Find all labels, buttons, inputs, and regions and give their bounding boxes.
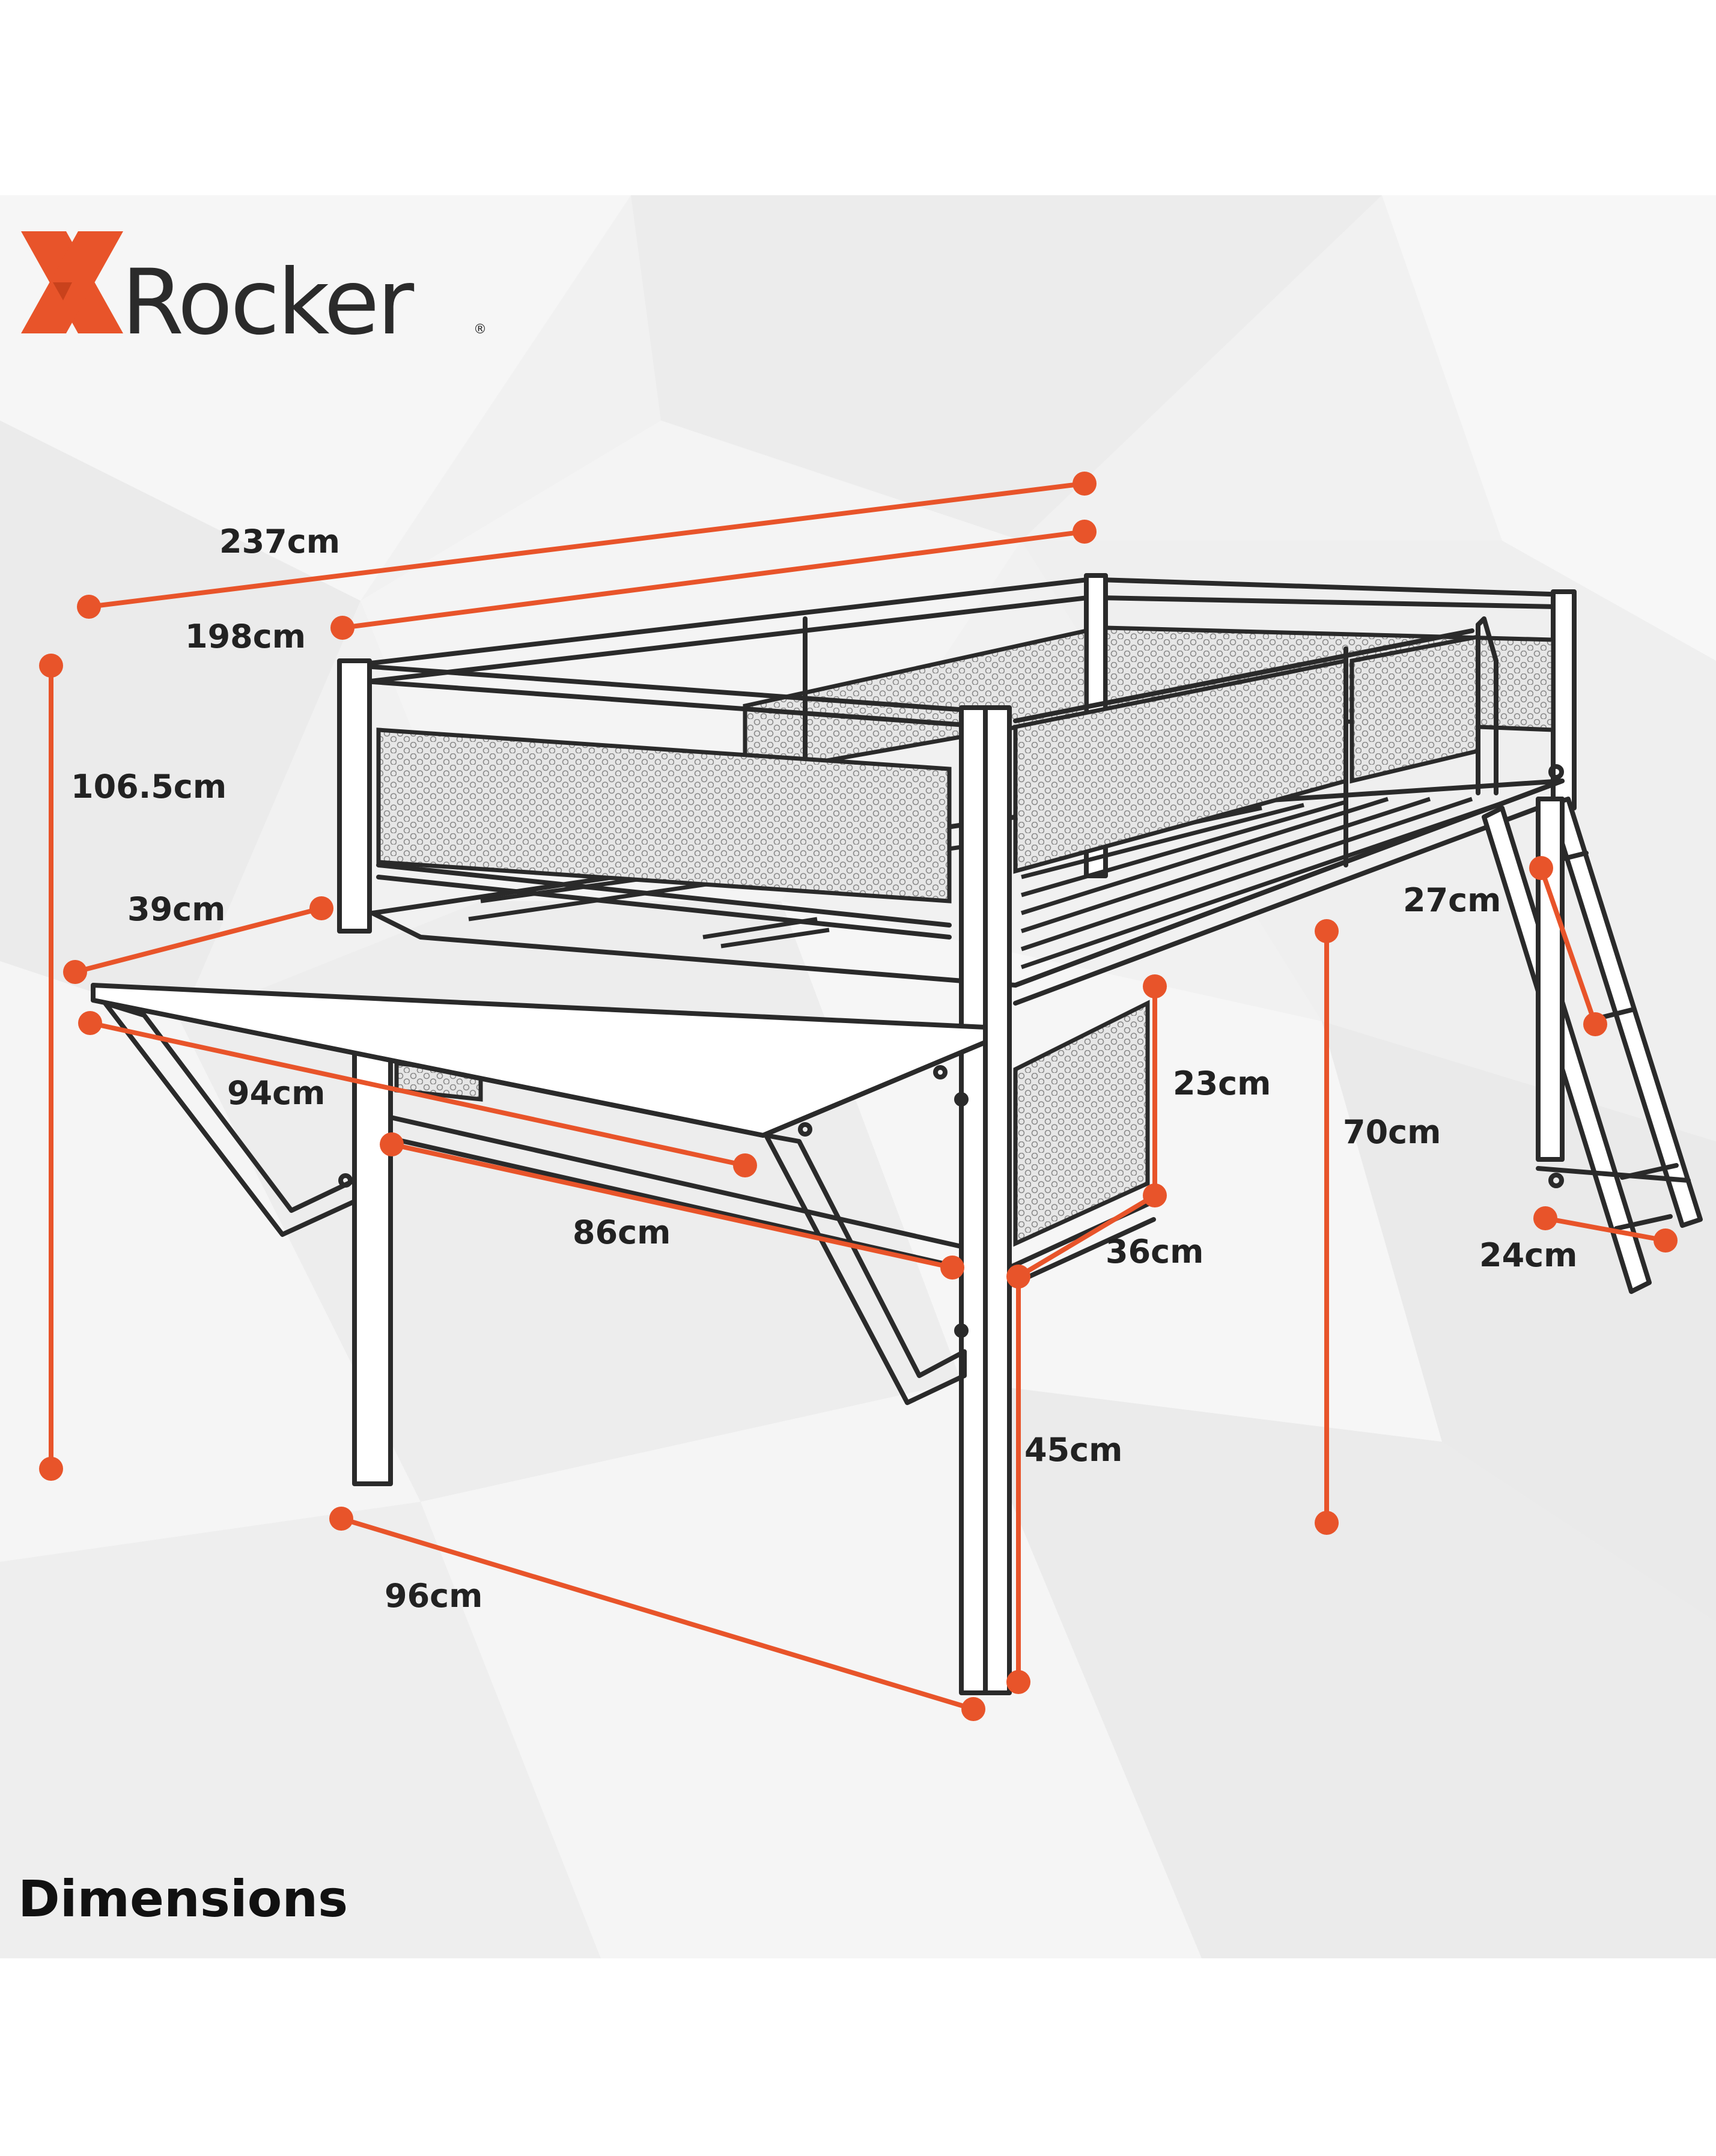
label-ladder-width: 24cm: [1479, 1236, 1577, 1274]
dim-line-ladder-width: [1545, 1216, 1666, 1243]
logo-registered-mark: ®: [473, 322, 487, 337]
circle-dot-icon: [78, 1011, 102, 1035]
desk-bracket-left: [103, 1001, 357, 1237]
dim-line-mattress-length: [342, 529, 1085, 630]
circle-dot-icon: [309, 896, 333, 920]
circle-dot-icon: [63, 960, 87, 984]
circle-dot-icon: [940, 1256, 964, 1280]
circle-dot-icon: [77, 595, 101, 619]
circle-dot-icon: [1529, 856, 1553, 880]
foot-mesh-panel: [376, 727, 952, 903]
circle-dot-icon: [39, 654, 63, 678]
circle-dot-icon: [1072, 520, 1097, 544]
circle-dot-icon: [330, 616, 354, 640]
dim-line-ladder-rung: [1539, 867, 1598, 1025]
dim-line-inner-desk-width: [391, 1142, 953, 1270]
ladder: [1482, 764, 1703, 1294]
label-mattress-length: 198cm: [185, 618, 306, 655]
dimension-labels: 237cm 198cm 106.5cm 39cm 94cm 86cm 23cm …: [71, 523, 1577, 1615]
label-under-bed-height: 23cm: [1173, 1064, 1271, 1102]
circle-dot-icon: [1654, 1228, 1678, 1253]
circle-dot-icon: [1006, 1670, 1030, 1694]
label-bed-width: 36cm: [1106, 1233, 1203, 1271]
circle-dot-icon: [380, 1132, 404, 1156]
loft-bed-drawing: [91, 573, 1703, 1695]
circle-dot-icon: [961, 1697, 985, 1721]
circle-dot-icon: [1315, 919, 1339, 943]
dim-line-base-width: [340, 1516, 975, 1711]
logo-wordmark: Rocker: [121, 251, 415, 355]
dim-line-desk-depth: [74, 906, 323, 974]
dim-line-overall-length: [88, 481, 1085, 609]
xrocker-logo: Rocker ®: [21, 231, 487, 355]
label-base-width: 96cm: [385, 1577, 482, 1615]
circle-dot-icon: [329, 1507, 353, 1531]
circle-dot-icon: [1143, 974, 1167, 998]
circle-dot-icon: [1583, 1012, 1607, 1036]
circle-dot-icon: [1533, 1206, 1557, 1230]
x-logo-icon: [21, 231, 123, 333]
dimension-lines: [39, 472, 1678, 1721]
label-frame-height: 70cm: [1343, 1113, 1441, 1151]
label-inner-desk-width: 86cm: [573, 1213, 671, 1251]
desk-bracket-right: [764, 1133, 967, 1405]
under-bed-mesh-panel: [1013, 1000, 1150, 1247]
page-title: Dimensions: [18, 1869, 348, 1928]
label-ladder-rung: 27cm: [1403, 881, 1501, 919]
circle-dot-icon: [39, 1457, 63, 1481]
dim-line-bed-width: [1017, 1193, 1157, 1279]
label-overall-height: 106.5cm: [71, 768, 227, 806]
dim-line-desk-width: [90, 1021, 746, 1168]
label-overall-length: 237cm: [219, 523, 340, 560]
circle-dot-icon: [733, 1153, 757, 1177]
circle-dot-icon: [1072, 472, 1097, 496]
circle-dot-icon: [1315, 1511, 1339, 1535]
label-desk-width: 94cm: [227, 1074, 325, 1112]
label-desk-depth: 39cm: [127, 890, 225, 928]
label-clearance-height: 45cm: [1024, 1431, 1122, 1469]
